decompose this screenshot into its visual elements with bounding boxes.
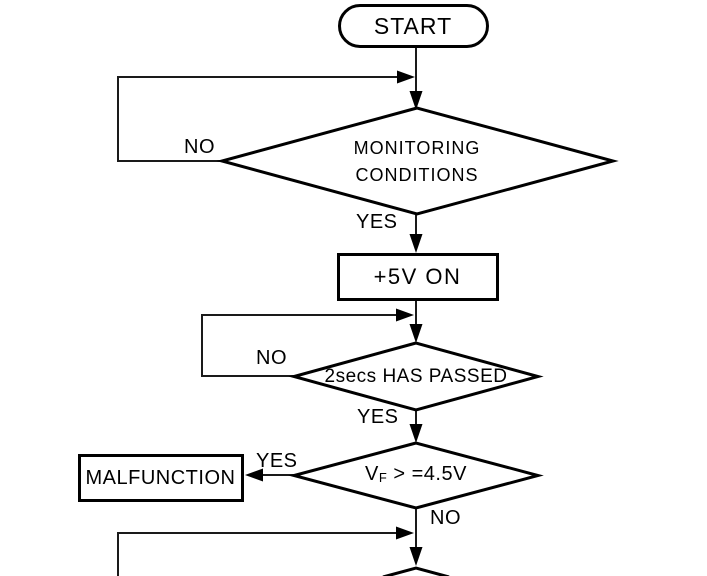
malfunction-process-shape — [78, 454, 244, 502]
monitoring-line-2: CONDITIONS — [355, 165, 479, 185]
malfunction-label: MALFUNCTION — [85, 466, 236, 489]
arrowhead-bottom-return-loop — [396, 526, 414, 540]
monitoring-conditions-label: MONITORING CONDITIONS — [316, 135, 518, 189]
vf-yes-label: YES — [256, 450, 298, 472]
two-secs-decision-shape — [288, 341, 544, 412]
arrowhead-monitoring-no-loop — [397, 70, 415, 84]
arrowhead-into-monitoring — [409, 91, 423, 110]
arrowhead-into-2secs — [409, 324, 423, 343]
monitoring-conditions-decision-shape — [216, 106, 619, 216]
edge-monitoring-no-loop — [117, 76, 399, 162]
arrowhead-into-next-decision — [409, 547, 423, 566]
two-secs-label: 2secs HAS PASSED — [324, 366, 508, 387]
node-shapes — [78, 4, 619, 576]
two-secs-yes-label: YES — [357, 406, 399, 428]
edge-bottom-return-loop — [117, 532, 398, 576]
edge-2secs-no-loop — [201, 314, 398, 377]
arrowhead-2secs-no-loop — [396, 308, 414, 322]
vf-label-v: V — [365, 463, 379, 485]
start-terminator-shape — [338, 4, 489, 48]
vf-label-subscript-f: F — [378, 470, 388, 485]
vf-no-label: NO — [430, 507, 461, 529]
arrowhead-into-vf — [409, 424, 423, 443]
two-secs-no-label: NO — [256, 347, 287, 369]
monitoring-no-label: NO — [184, 136, 215, 158]
arrowhead-into-5v — [409, 234, 423, 253]
vf-label-condition: > =4.5V — [387, 463, 467, 485]
plus-5v-on-process-shape — [337, 253, 499, 301]
next-decision-partial-shape — [382, 566, 450, 576]
vf-threshold-decision-shape — [288, 441, 544, 510]
monitoring-yes-label: YES — [356, 211, 398, 233]
connector-lines — [117, 47, 417, 576]
plus-5v-on-label: +5V ON — [373, 264, 462, 289]
arrowheads — [245, 70, 423, 566]
monitoring-line-1: MONITORING — [353, 138, 481, 158]
start-node-label: START — [373, 12, 453, 39]
arrowhead-into-malfunction — [245, 468, 263, 482]
